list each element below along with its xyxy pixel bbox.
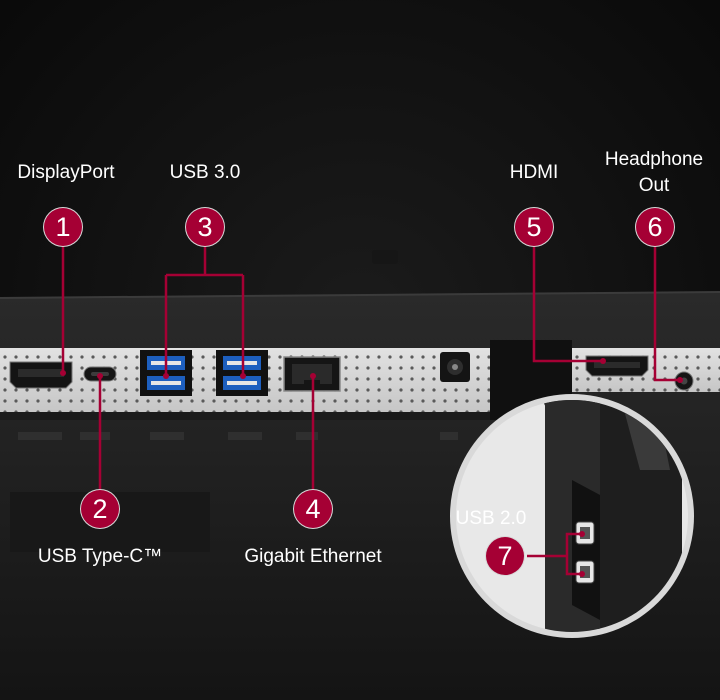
displayport-port xyxy=(9,361,73,389)
headphone-out-label: Headphone Out xyxy=(590,147,718,199)
displayport-label: DisplayPort xyxy=(17,162,115,183)
leader-lines xyxy=(60,246,683,490)
hdmi-label: HDMI xyxy=(509,162,559,183)
power-jack xyxy=(440,352,470,382)
hdmi-port xyxy=(585,355,649,377)
port-number-badge-4: 4 xyxy=(294,490,332,528)
headphone-label-line1: Headphone xyxy=(604,149,704,170)
headphone-label-line2: Out xyxy=(638,175,670,196)
port-number-badge-2: 2 xyxy=(81,490,119,528)
usb-type-c-label: USB Type-C™ xyxy=(37,546,163,567)
port-number-badge-5: 5 xyxy=(515,208,553,246)
port-number-badge-3: 3 xyxy=(186,208,224,246)
usb-2-0-label: USB 2.0 xyxy=(455,508,527,529)
port-number-badge-6: 6 xyxy=(636,208,674,246)
port-number-badge-1: 1 xyxy=(44,208,82,246)
magnifier-usb-2-0 xyxy=(450,394,694,638)
port-number-badge-7: 7 xyxy=(486,537,524,575)
usb-3-0-label: USB 3.0 xyxy=(169,162,241,183)
gigabit-ethernet-label: Gigabit Ethernet xyxy=(244,546,382,567)
